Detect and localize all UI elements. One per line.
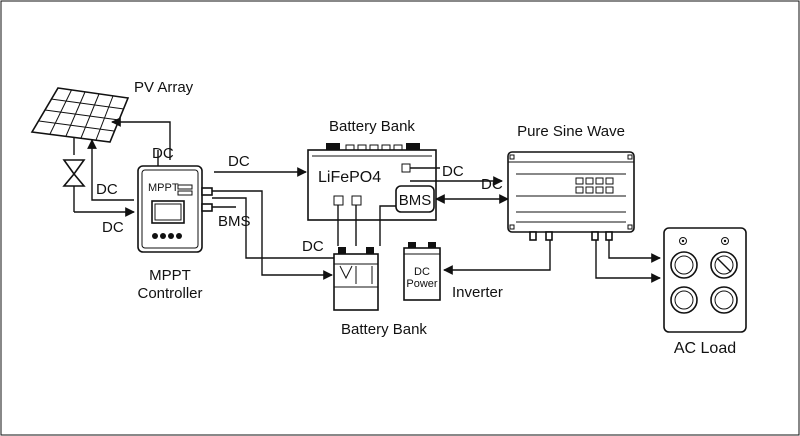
ac-load-panel (663, 227, 747, 333)
bms-wire-label: BMS (218, 213, 251, 230)
mppt-controller (137, 165, 213, 253)
mppt-name-line2: Controller (137, 285, 202, 302)
inverter-title: Pure Sine Wave (517, 123, 625, 140)
dc-power-label-line1: DC (414, 266, 430, 278)
inverter-label: Inverter (452, 284, 503, 301)
pv-panel (30, 87, 130, 155)
dc-label-bank-right: DC (442, 163, 464, 180)
diode-symbol (62, 159, 86, 212)
small-battery-bank (333, 247, 379, 311)
ac-load-wire-lower (595, 240, 661, 283)
lifepo4-label: LiFePO4 (318, 169, 381, 186)
bms-module (395, 185, 435, 213)
mppt-dc-wire (212, 197, 334, 259)
battery-bank-title: Battery Bank (329, 118, 415, 135)
pv-array-label: PV Array (134, 79, 194, 96)
dc-power-label-line2: Power (406, 278, 438, 290)
dc-label-to-bank: DC (228, 153, 250, 170)
pv-wire-mid (87, 139, 134, 201)
pv-wire-top (111, 117, 171, 160)
mppt-to-small-bank-wire (212, 190, 333, 280)
bms-to-small-bank-wire (379, 205, 396, 246)
mppt-tag: MPPT (148, 182, 179, 194)
ac-load-label: AC Load (674, 340, 736, 357)
inverter-to-dc-power-wire (443, 240, 551, 275)
dc-label-bank-arrow: DC (481, 176, 503, 193)
mppt-name-line1: MPPT (149, 267, 191, 284)
ac-load-wire-upper (608, 240, 661, 263)
pure-sine-wave-inverter (507, 151, 635, 241)
dc-label-pv-low: DC (102, 219, 124, 236)
bms-label: BMS (399, 192, 432, 209)
dc-label-pv-mid: DC (96, 181, 118, 198)
dc-power-unit (403, 242, 441, 301)
dc-label-pv-top: DC (152, 145, 174, 162)
dc-label-small-bank: DC (302, 238, 324, 255)
small-bank-label: Battery Bank (341, 321, 427, 338)
